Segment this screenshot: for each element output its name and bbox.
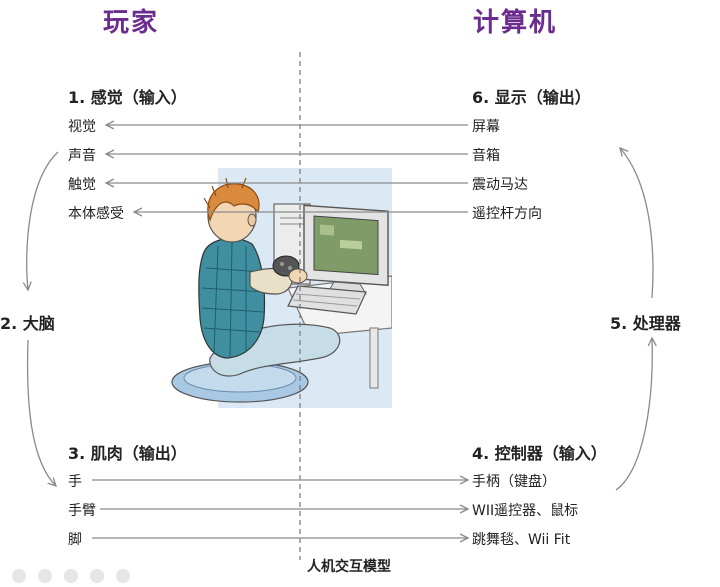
vibration-motor-label: 震动马达 (472, 177, 528, 193)
desk-leg (369, 327, 379, 389)
vision-label: 视觉 (68, 119, 96, 135)
computer-title: 计算机 (473, 8, 558, 38)
dot (38, 569, 52, 583)
touch-label: 触觉 (68, 177, 96, 193)
brain-label: 2. 大脑 (0, 314, 55, 333)
keyboard-icon (287, 285, 367, 315)
screen-label: 屏幕 (472, 119, 500, 135)
sound-label: 声音 (68, 148, 96, 164)
player-computer-illustration (171, 168, 392, 408)
proprioception-label: 本体感受 (68, 206, 124, 222)
display-output-heading: 6. 显示（输出） (472, 88, 591, 107)
muscle-output-heading: 3. 肌肉（输出） (68, 444, 187, 463)
hand-label: 手 (68, 474, 82, 490)
wii-remote-label: WII遥控器、鼠标 (472, 503, 579, 519)
dot (90, 569, 104, 583)
controller-to-processor-arrow (615, 338, 652, 491)
dot (116, 569, 130, 583)
gamepad-label: 手柄（键盘） (472, 474, 556, 490)
processor-to-display-arrow (620, 148, 654, 299)
controller-input-heading: 4. 控制器（输入） (472, 444, 607, 463)
brain-to-muscle-arrow (26, 339, 56, 486)
hci-model-caption: 人机交互模型 (307, 559, 391, 575)
sensing-to-brain-arrow (27, 151, 59, 290)
dot (64, 569, 78, 583)
speaker-label: 音箱 (472, 148, 500, 164)
player-hand (288, 268, 308, 284)
foot-label: 脚 (68, 532, 82, 548)
sensing-input-heading: 1. 感觉（输入） (68, 88, 187, 107)
player-title: 玩家 (103, 8, 160, 38)
dance-mat-label: 跳舞毯、Wii Fit (472, 532, 571, 548)
arm-label: 手臂 (68, 503, 96, 519)
joystick-direction-label: 遥控杆方向 (472, 206, 542, 222)
dot (12, 569, 26, 583)
processor-label: 5. 处理器 (610, 314, 681, 333)
